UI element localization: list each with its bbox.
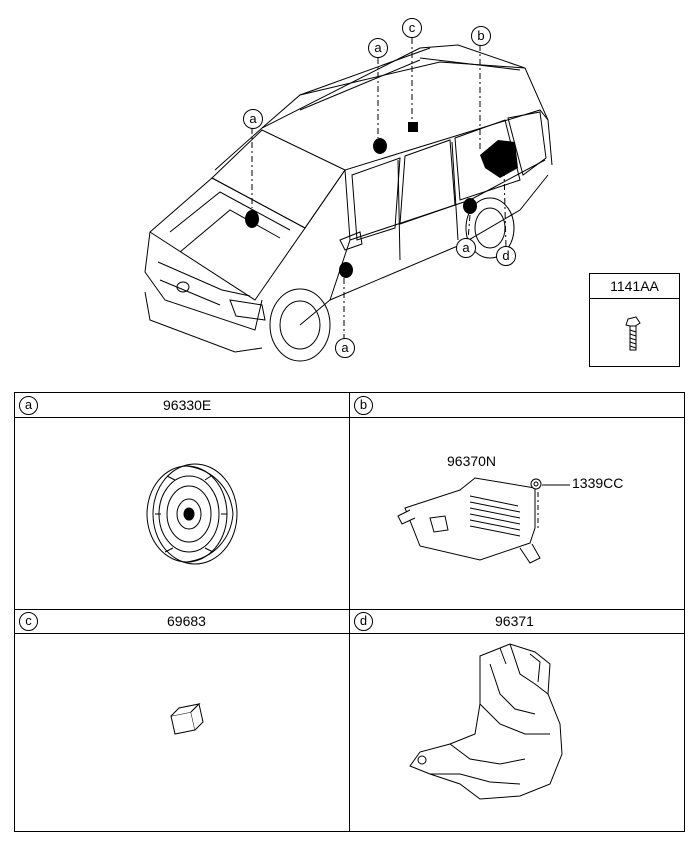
grid-header-line-bottom <box>15 633 684 634</box>
bolt-part-code: 1141AA <box>610 278 659 294</box>
cell-d-code: 96371 <box>495 613 534 629</box>
box-part-icon <box>170 703 204 735</box>
bolt-box-header: 1141AA <box>590 274 679 299</box>
cell-a-letter: a <box>19 396 38 415</box>
speaker-icon <box>146 463 238 565</box>
callout-hood-a: a <box>243 109 263 129</box>
parts-grid: a 96330E b c 69683 d 96371 96370N 1339CC <box>14 392 685 832</box>
grid-middle-line <box>15 609 684 610</box>
cell-c-code: 69683 <box>167 613 206 629</box>
cell-a-code: 96330E <box>163 397 212 413</box>
nut-part-code: 1339CC <box>572 475 624 491</box>
bolt-box: 1141AA <box>589 273 680 367</box>
callout-rear-b: b <box>471 26 491 46</box>
grid-vertical-divider <box>349 393 350 831</box>
amp-part-code: 96370N <box>447 453 497 469</box>
callout-front-door-a: a <box>335 338 355 358</box>
vehicle-illustration <box>144 38 553 362</box>
cell-b-letter: b <box>354 396 373 415</box>
bolt-icon <box>625 316 641 351</box>
cell-c-letter: c <box>19 612 38 631</box>
callout-rear-a: a <box>456 238 476 258</box>
cover-part-icon <box>409 643 563 800</box>
callout-roof-c: c <box>402 18 422 38</box>
grid-header-line-top <box>15 417 684 418</box>
callout-rear-d: d <box>496 246 516 266</box>
callout-roof-a: a <box>368 38 388 58</box>
amplifier-icon <box>397 477 570 564</box>
cell-d-letter: d <box>354 612 373 631</box>
